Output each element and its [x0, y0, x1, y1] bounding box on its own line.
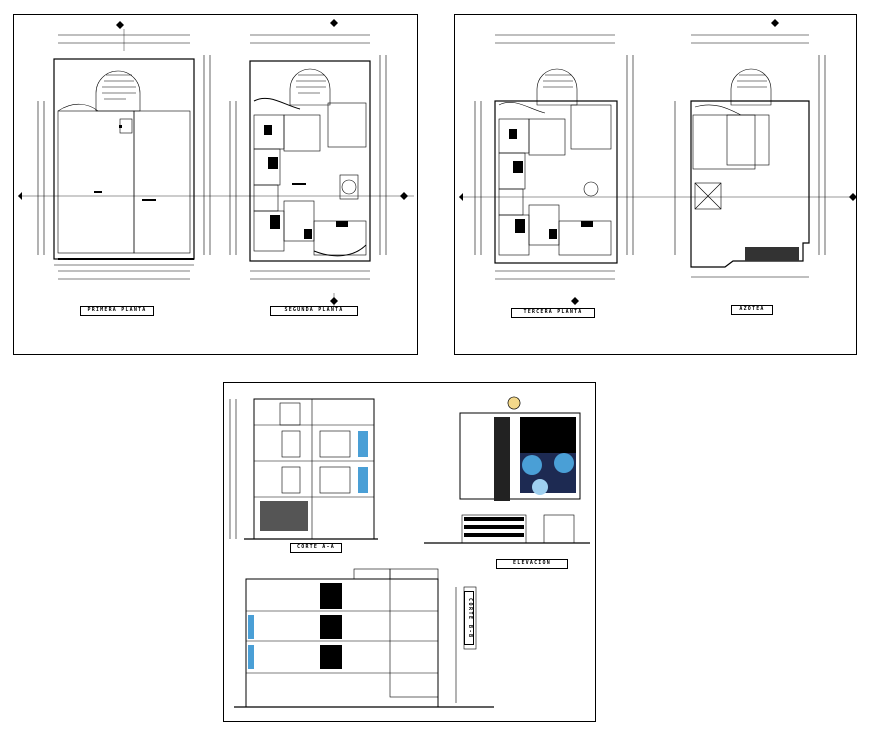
- floor2-outline: [249, 60, 371, 262]
- label-azotea: AZOTEA: [731, 305, 773, 315]
- elevation-outline: [459, 412, 581, 500]
- sheet-floor-plans-1: PRIMERA PLANTA SEGUNDA PLANTA: [13, 14, 418, 355]
- sun-icon: [507, 396, 521, 410]
- roof-outline: [690, 100, 810, 268]
- drawing-tercera-azotea: [459, 19, 857, 305]
- label-elevacion: ELEVACION: [496, 559, 568, 569]
- label-corte-bb: CORTE B-B: [464, 591, 474, 645]
- glazing: [248, 431, 576, 669]
- sheet-floor-plans-2: TERCERA PLANTA AZOTEA: [454, 14, 857, 355]
- sheet-sections-elevation: CORTE A-A ELEVACION CORTE B-B: [223, 382, 596, 722]
- drawing-sections: [229, 396, 590, 708]
- drawing-primera-segunda: [18, 19, 414, 307]
- floor1-outline: [53, 58, 195, 260]
- floor3-outline: [494, 100, 618, 264]
- label-corte-aa: CORTE A-A: [290, 543, 342, 553]
- label-tercera-planta: TERCERA PLANTA: [511, 308, 595, 318]
- label-primera-planta: PRIMERA PLANTA: [80, 306, 154, 316]
- label-segunda-planta: SEGUNDA PLANTA: [270, 306, 358, 316]
